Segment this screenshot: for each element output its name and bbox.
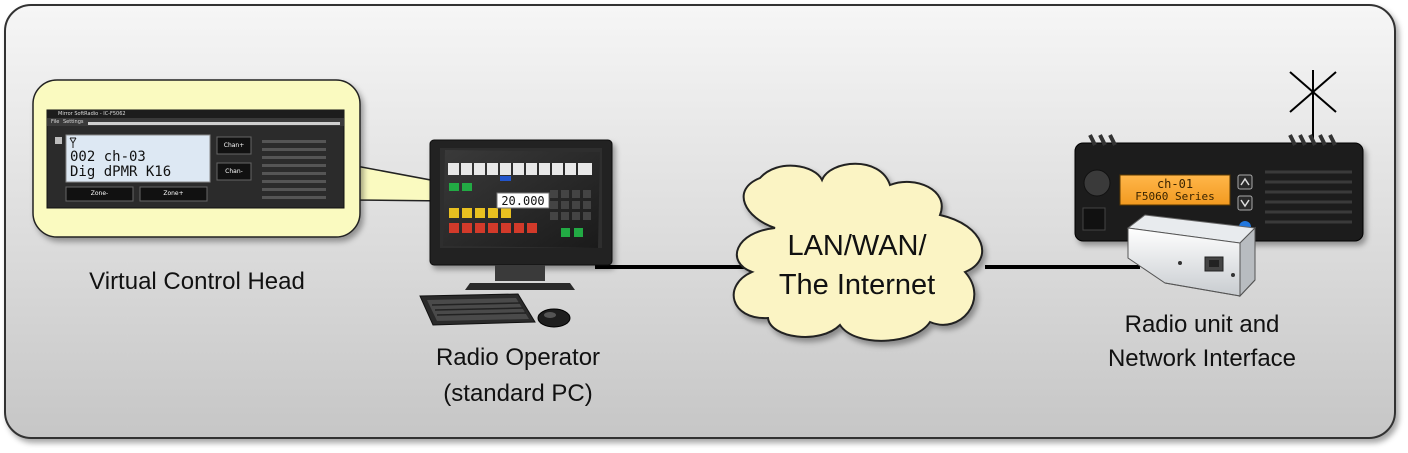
chan-down-label: Chan- xyxy=(225,168,243,175)
radio-operator-label-line2: (standard PC) xyxy=(443,380,593,407)
radio-lcd xyxy=(1119,174,1231,206)
zone-down-label: Zone- xyxy=(90,190,109,197)
network-cloud xyxy=(732,162,984,342)
pc-frequency-display xyxy=(496,192,550,209)
vch-window-title: Mirror SoftRadio - IC-F5062 xyxy=(58,111,126,117)
vch-display-line1: 002 ch-03 xyxy=(70,149,146,165)
radio-unit-label-line2: Network Interface xyxy=(1107,345,1297,372)
radio-speaker-grille xyxy=(1265,170,1352,224)
zone-up-label: Zone+ xyxy=(163,190,184,197)
radio-volume-knob-icon xyxy=(1083,169,1111,197)
radio-unit-label-line1: Radio unit and xyxy=(1124,311,1280,338)
radio-up-button xyxy=(1237,174,1253,190)
virtual-control-head-label: Virtual Control Head xyxy=(89,268,305,295)
network-label-line1: LAN/WAN/ xyxy=(787,230,927,262)
pc-app-buttons xyxy=(448,163,592,191)
chan-up-button[interactable] xyxy=(216,136,252,155)
zone-up-button[interactable] xyxy=(139,186,208,202)
pc-yellow-keys xyxy=(449,208,511,218)
antenna-icon xyxy=(69,137,77,148)
radio-operator-label-line1: Radio Operator xyxy=(435,344,601,371)
mouse-icon xyxy=(537,308,571,328)
pc-monitor xyxy=(429,139,613,290)
chan-down-button[interactable] xyxy=(216,162,252,181)
network-label-line2: The Internet xyxy=(778,269,936,301)
chan-up-label: Chan+ xyxy=(223,142,245,149)
level-meter xyxy=(262,140,326,199)
keyboard-icon xyxy=(419,293,536,326)
vch-display-line2: Dig dPMR K16 xyxy=(70,164,172,180)
zone-down-button[interactable] xyxy=(65,186,134,202)
radio-down-button xyxy=(1237,195,1253,211)
vch-display xyxy=(65,134,211,183)
virtual-control-head-window xyxy=(46,109,345,209)
pc-frequency-text: 20.000 xyxy=(501,194,545,208)
vch-menu-file[interactable]: File xyxy=(51,119,60,125)
radio-antenna-symbol xyxy=(1289,70,1337,140)
radio-lcd-line1: ch-01 xyxy=(1156,177,1194,191)
radio-lcd-line2: F5060 Series xyxy=(1135,190,1215,203)
pc-keypad xyxy=(550,190,591,237)
vch-menu-settings[interactable]: Settings xyxy=(63,119,84,125)
pc-red-keys xyxy=(449,223,537,233)
network-interface-box xyxy=(1126,214,1257,298)
